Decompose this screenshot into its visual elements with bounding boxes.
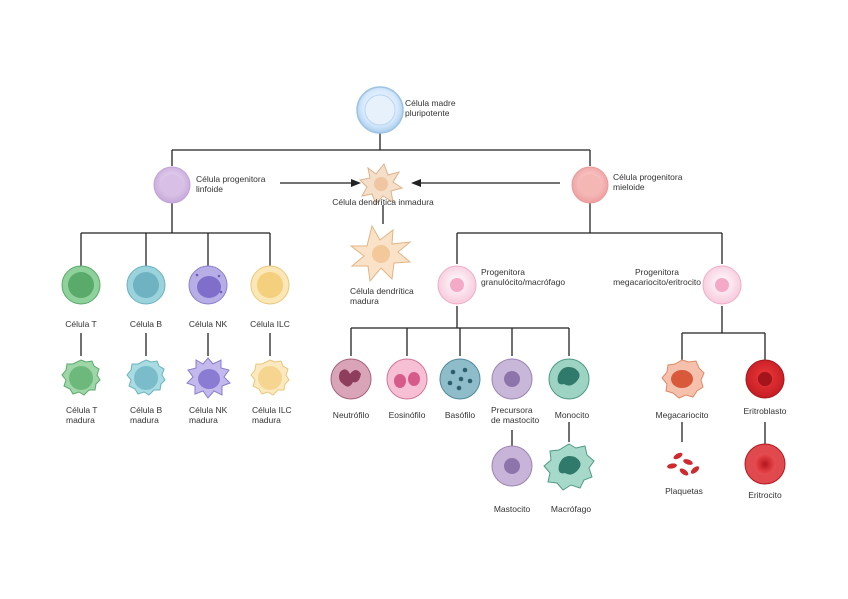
mature-b-cell (126, 359, 166, 396)
macrophage-label: Macrófago (550, 504, 592, 514)
lymphoid-progenitor-cell (153, 166, 191, 204)
basophil-label: Basófilo (444, 410, 476, 420)
nk-cell-label: Célula NK (188, 319, 228, 329)
mastocyte-cell (491, 445, 533, 487)
basophil-cell (439, 358, 481, 400)
mature-nk-cell (186, 357, 231, 399)
megakaryocyte-cell (661, 359, 705, 399)
erythrocyte-cell (744, 443, 786, 485)
t-cell-label: Célula T (65, 319, 97, 329)
neutrophil-label: Neutrófilo (332, 410, 370, 420)
mk-progenitor-cell (702, 265, 742, 305)
erythroblast-label: Eritroblasto (743, 406, 787, 416)
nk-cell (188, 265, 228, 305)
arrow-right-icon (351, 179, 361, 187)
erythroblast-cell (745, 359, 785, 399)
monocyte-cell (548, 358, 590, 400)
mastocyte-label: Mastocito (493, 504, 531, 514)
mature-ilc-cell (250, 359, 290, 396)
connector-lines (80, 133, 766, 446)
mast-cell-precursor (491, 358, 533, 400)
b-cell-label: Célula B (129, 319, 163, 329)
ilc-cell (250, 265, 290, 305)
erythrocyte-label: Eritrocito (748, 490, 782, 500)
ilc-cell-label: Célula ILC (250, 319, 290, 329)
mature-t-cell (61, 359, 101, 396)
monocyte-label: Monocito (554, 410, 590, 420)
immature-dendritic-label: Célula dendrítica inmadura (332, 197, 434, 207)
mature-dendritic-cell (349, 224, 412, 283)
neutrophil-cell (330, 358, 372, 400)
eosinophil-cell (386, 358, 428, 400)
gm-progenitor-cell (437, 265, 477, 305)
t-cell (61, 265, 101, 305)
megakaryocyte-label: Megacariocito (655, 410, 709, 420)
b-cell (126, 265, 166, 305)
stem-cell (356, 86, 404, 134)
myeloid-progenitor-cell (571, 166, 609, 204)
platelets-label: Plaquetas (665, 486, 703, 496)
immature-dendritic-cell (358, 162, 404, 205)
arrow-left-icon (411, 179, 421, 187)
platelets-icon (667, 452, 700, 476)
macrophage-cell (543, 443, 595, 491)
eosinophil-label: Eosinófilo (388, 410, 426, 420)
